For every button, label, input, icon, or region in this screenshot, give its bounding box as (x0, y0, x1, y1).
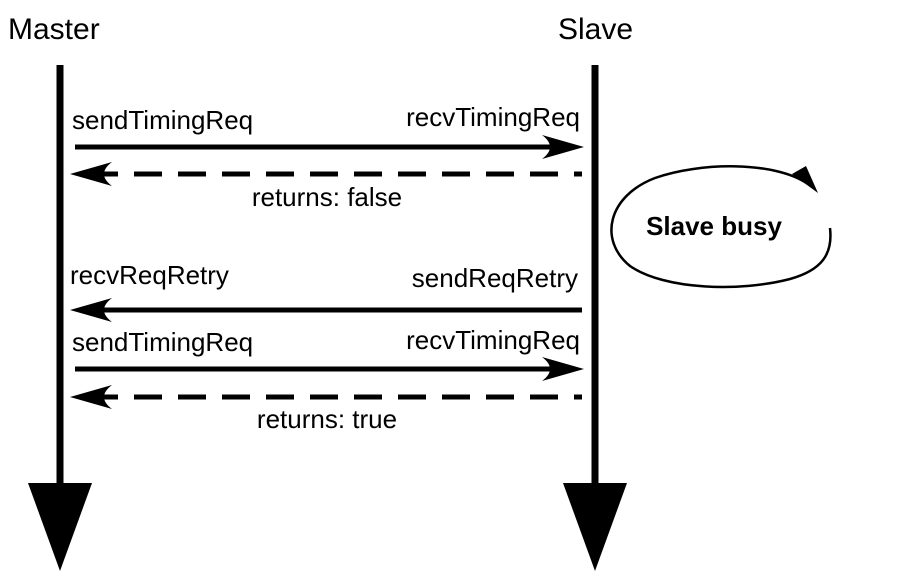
return-false-arrow (70, 162, 582, 186)
returns-false-label: returns: false (252, 182, 402, 212)
returns-true-label: returns: true (257, 404, 397, 434)
recv-timing-req-label-2: recvTimingReq (406, 325, 580, 355)
return-true-arrow (70, 385, 582, 409)
timing-req-arrow-2-head (542, 357, 584, 381)
timing-req-arrow-2 (75, 357, 584, 381)
slave-lifeline (563, 65, 627, 571)
slave-busy-state: Slave busy (610, 165, 832, 289)
send-req-retry-label: sendReqRetry (412, 263, 578, 293)
recv-req-retry-label: recvReqRetry (70, 260, 229, 290)
slave-label: Slave (558, 13, 633, 46)
slave-busy-loop (610, 165, 832, 289)
timing-req-arrow-1 (75, 135, 584, 159)
master-lifeline (28, 65, 92, 571)
send-timing-req-label-1: sendTimingReq (72, 105, 253, 135)
master-label: Master (8, 13, 100, 46)
return-false-arrow-head (70, 162, 112, 186)
slave-busy-loop-arrowhead (792, 166, 818, 193)
req-retry-arrow (70, 298, 582, 322)
recv-timing-req-label-1: recvTimingReq (406, 102, 580, 132)
slave-busy-label: Slave busy (646, 211, 782, 241)
master-lifeline-arrowhead (28, 483, 92, 571)
req-retry-arrow-head (70, 298, 112, 322)
timing-req-arrow-1-head (542, 135, 584, 159)
return-true-arrow-head (70, 385, 112, 409)
send-timing-req-label-2: sendTimingReq (72, 327, 253, 357)
slave-lifeline-arrowhead (563, 483, 627, 571)
